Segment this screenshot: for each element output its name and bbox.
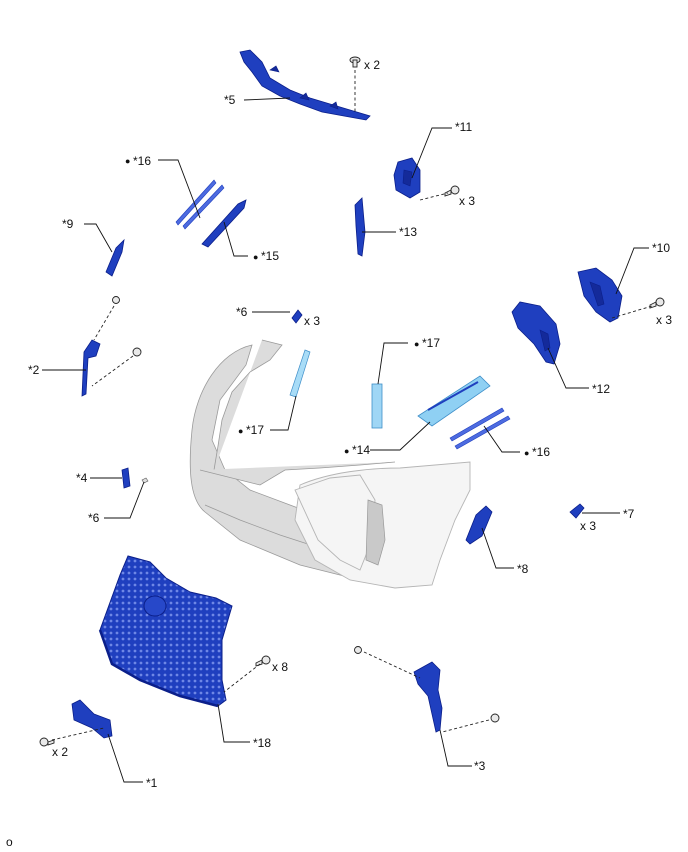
label-part-1: *1 bbox=[146, 776, 158, 790]
bolt-icon bbox=[649, 297, 665, 309]
clip-icon bbox=[349, 56, 361, 68]
footer-code: o bbox=[6, 835, 13, 849]
clip-part-6-lower bbox=[141, 477, 149, 484]
qty-part-7: x 3 bbox=[580, 519, 596, 533]
bracket-part-3 bbox=[413, 661, 443, 733]
label-part-13: *13 bbox=[399, 225, 417, 239]
label-part-17-left: *17 bbox=[246, 423, 264, 437]
garnish-strip-17 bbox=[289, 349, 311, 398]
upper-retainer-part bbox=[239, 49, 371, 121]
garnish-bar-17 bbox=[371, 383, 383, 429]
bolt-icon bbox=[255, 655, 271, 667]
qty-part-18: x 8 bbox=[272, 660, 288, 674]
bolt-icon bbox=[112, 296, 142, 357]
bracket-part-2 bbox=[81, 339, 101, 397]
bolt-icon bbox=[444, 185, 460, 197]
label-part-11: *11 bbox=[455, 120, 472, 134]
label-part-14: *14 bbox=[352, 443, 370, 457]
label-part-16-upper: *16 bbox=[133, 154, 151, 168]
bracket-part-12 bbox=[511, 301, 561, 365]
label-part-9: *9 bbox=[62, 217, 74, 231]
garnish-part-9 bbox=[105, 238, 125, 277]
garnish-part-14 bbox=[417, 375, 491, 427]
bolt-icon bbox=[39, 737, 55, 747]
qty-part-10: x 3 bbox=[656, 313, 672, 327]
qty-part-11: x 3 bbox=[459, 194, 475, 208]
qty-part-1: x 2 bbox=[52, 745, 68, 759]
radiator-grille-18 bbox=[98, 555, 233, 708]
bracket-part-11 bbox=[393, 157, 421, 199]
label-part-3: *3 bbox=[474, 759, 486, 773]
garnish-strip-16 bbox=[175, 179, 225, 230]
clip-icon bbox=[354, 646, 500, 723]
label-part-2: *2 bbox=[28, 363, 40, 377]
label-part-15: *15 bbox=[261, 249, 279, 263]
qty-part-6: x 3 bbox=[304, 314, 320, 328]
bracket-part-4 bbox=[121, 467, 131, 489]
bracket-part-1 bbox=[71, 699, 113, 739]
label-part-16-lower: *16 bbox=[532, 445, 550, 459]
label-part-5: *5 bbox=[224, 93, 236, 107]
clip-part-6 bbox=[291, 309, 303, 324]
label-part-6-upper: *6 bbox=[236, 305, 248, 319]
bracket-part-10 bbox=[577, 267, 623, 323]
bullet-part-16: ● bbox=[125, 156, 130, 166]
label-part-7: *7 bbox=[623, 507, 635, 521]
garnish-strip-16-right bbox=[449, 407, 511, 450]
qty-part-5: x 2 bbox=[364, 58, 380, 72]
bullet-part-16-right: ● bbox=[524, 448, 529, 458]
garnish-part-8 bbox=[465, 505, 493, 545]
bullet-part-17-left: ● bbox=[238, 426, 243, 436]
label-part-17-right: *17 bbox=[422, 336, 440, 350]
bullet-part-15: ● bbox=[253, 252, 258, 262]
bullet-part-14: ● bbox=[344, 446, 349, 456]
label-part-4: *4 bbox=[76, 471, 88, 485]
bullet-part-17-right: ● bbox=[414, 339, 419, 349]
label-part-12: *12 bbox=[592, 382, 610, 396]
bracket-part-13 bbox=[354, 197, 366, 257]
label-part-10: *10 bbox=[652, 241, 670, 255]
label-part-8: *8 bbox=[517, 562, 529, 576]
label-part-6-lower: *6 bbox=[88, 511, 100, 525]
clip-part-7 bbox=[569, 503, 585, 519]
leader-lines bbox=[42, 97, 649, 783]
front-bumper-cover bbox=[189, 339, 471, 589]
label-part-18: *18 bbox=[253, 736, 271, 750]
